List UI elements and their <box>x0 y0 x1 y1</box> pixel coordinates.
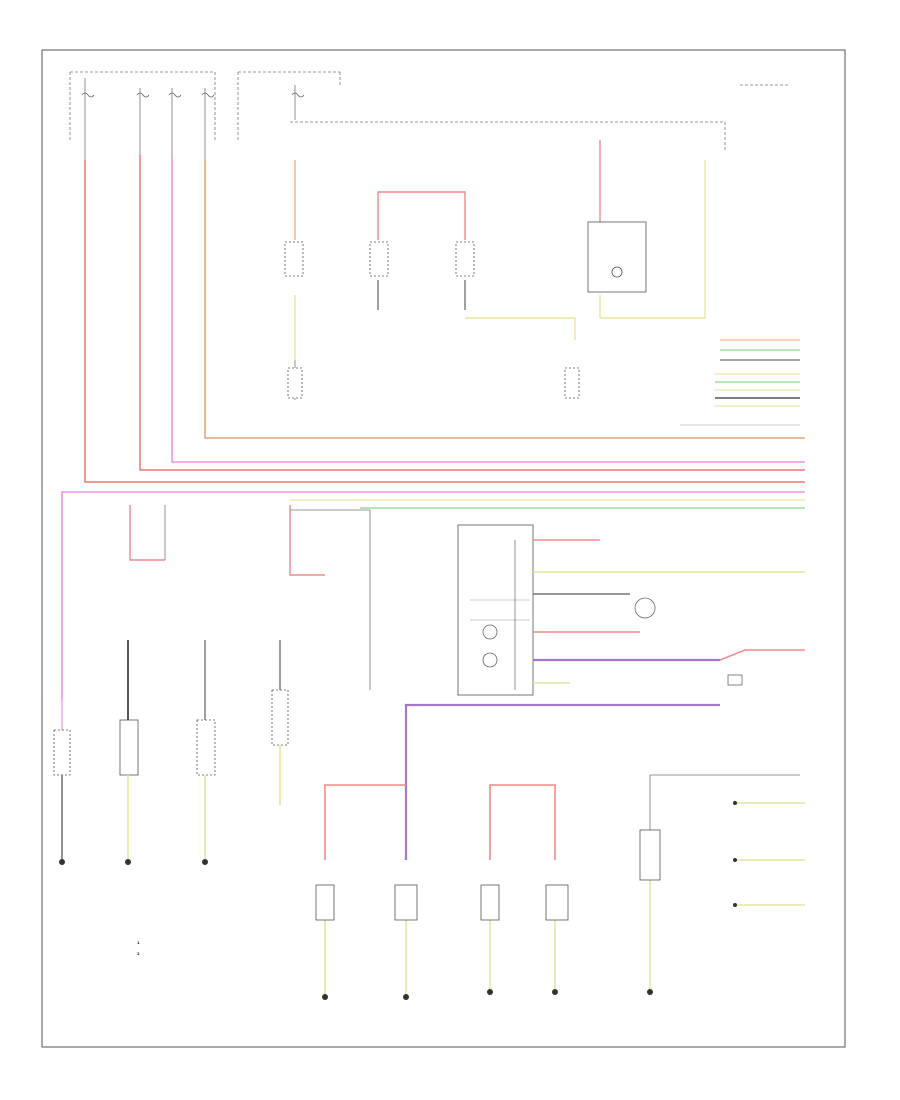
ground-point <box>487 989 493 995</box>
ground-points-right <box>322 989 653 1000</box>
lamp-module-4 <box>271 689 289 746</box>
fuse-symbols <box>81 92 305 98</box>
ground-point <box>59 859 65 865</box>
middle-wiring <box>61 505 371 730</box>
legend-marker-2: 2 <box>137 951 140 956</box>
lamp-module-6 <box>394 884 418 921</box>
ground-point <box>202 859 208 865</box>
component-box-3 <box>455 241 475 277</box>
module-box-upper-right <box>587 221 647 293</box>
ground-point <box>552 989 558 995</box>
power-feeds <box>61 155 805 700</box>
lower-left-components <box>53 689 289 776</box>
lamp-module-7 <box>480 884 500 921</box>
component-box-2 <box>369 241 389 277</box>
component-box-1 <box>284 241 304 277</box>
ground-point <box>125 859 131 865</box>
ground-point <box>322 994 328 1000</box>
component-box-4 <box>287 367 303 399</box>
central-module-outputs <box>404 539 805 860</box>
lamp-module-3 <box>53 729 71 776</box>
diagram-border <box>41 49 846 1048</box>
fuse-panel-top <box>69 71 790 160</box>
lamp-module-1 <box>119 719 139 776</box>
legend-marker-1: 1 <box>137 940 140 945</box>
upper-components <box>284 221 647 399</box>
legend: 1 2 <box>137 940 140 956</box>
lower-right-wiring <box>324 774 805 995</box>
lamp-module-2 <box>196 719 216 776</box>
lower-left-wiring <box>61 745 281 860</box>
central-module <box>457 524 534 696</box>
upper-wiring <box>294 140 706 400</box>
lamp-module-8 <box>545 884 569 921</box>
lamp-module-9 <box>639 829 661 881</box>
ground-point <box>403 994 409 1000</box>
connector-dots <box>733 801 737 907</box>
lower-right-components <box>315 829 661 921</box>
ground-points-left <box>59 859 208 865</box>
lamp-module-5 <box>315 884 335 921</box>
component-box-5 <box>564 367 580 399</box>
connector-block-upper <box>680 339 800 426</box>
ground-point <box>647 989 653 995</box>
